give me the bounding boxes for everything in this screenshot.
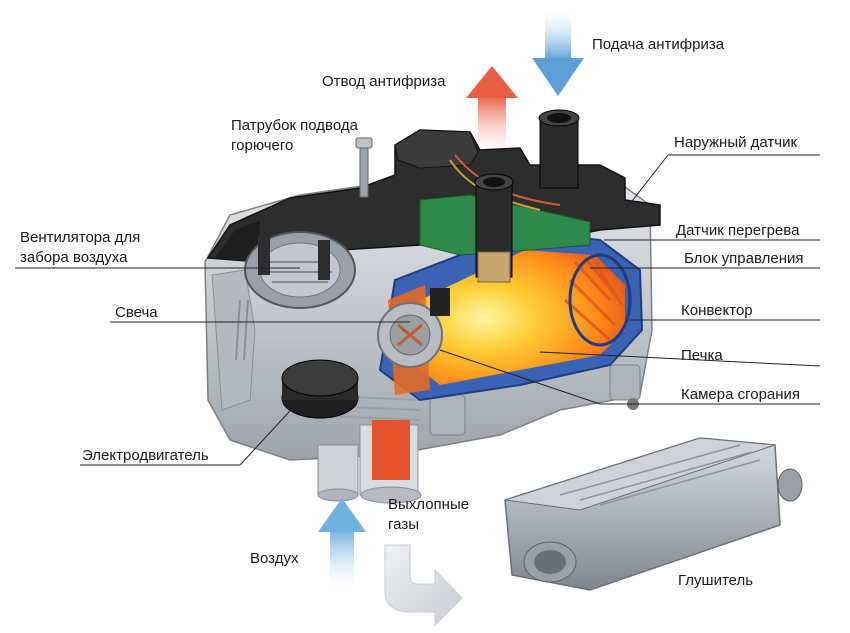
label-antifreeze-out: Отвод антифриза (322, 73, 446, 90)
label-glow-plug: Свеча (115, 304, 158, 321)
label-exhaust-line2: газы (388, 516, 419, 533)
exhaust-arrow (384, 544, 463, 627)
label-motor: Электродвигатель (82, 447, 209, 464)
coolant-pipes (474, 109, 580, 283)
fuel-pipe (355, 137, 373, 198)
label-fan-line2: забора воздуха (20, 249, 128, 266)
exhaust-outlet (359, 420, 422, 504)
label-fuel-pipe-line2: горючего (231, 137, 294, 154)
muffler (504, 437, 803, 591)
label-combustion-chamber: Камера сгорания (681, 386, 801, 403)
label-exhaust-line1: Выхлопные (388, 496, 470, 513)
label-convector: Конвектор (681, 302, 753, 319)
antifreeze-out-arrow (466, 66, 518, 156)
label-control-unit: Блок управления (684, 250, 804, 267)
air-intake-pipe (317, 444, 359, 502)
electric-motor (281, 359, 359, 419)
glow-plug (377, 288, 450, 368)
label-air: Воздух (250, 550, 299, 567)
label-fuel-pipe-line1: Патрубок подвода (231, 117, 358, 134)
label-antifreeze-in: Подача антифриза (592, 36, 725, 53)
air-arrow (318, 498, 366, 590)
antifreeze-in-arrow (532, 10, 584, 96)
label-furnace: Печка (681, 347, 723, 364)
label-fan-line1: Вентилятора для (20, 229, 141, 246)
leader-lines (15, 154, 821, 466)
label-outside-sensor: Наружный датчик (674, 134, 798, 151)
label-muffler: Глушитель (678, 572, 754, 589)
label-overheat-sensor: Датчик перегрева (676, 222, 800, 239)
fan (244, 231, 356, 309)
